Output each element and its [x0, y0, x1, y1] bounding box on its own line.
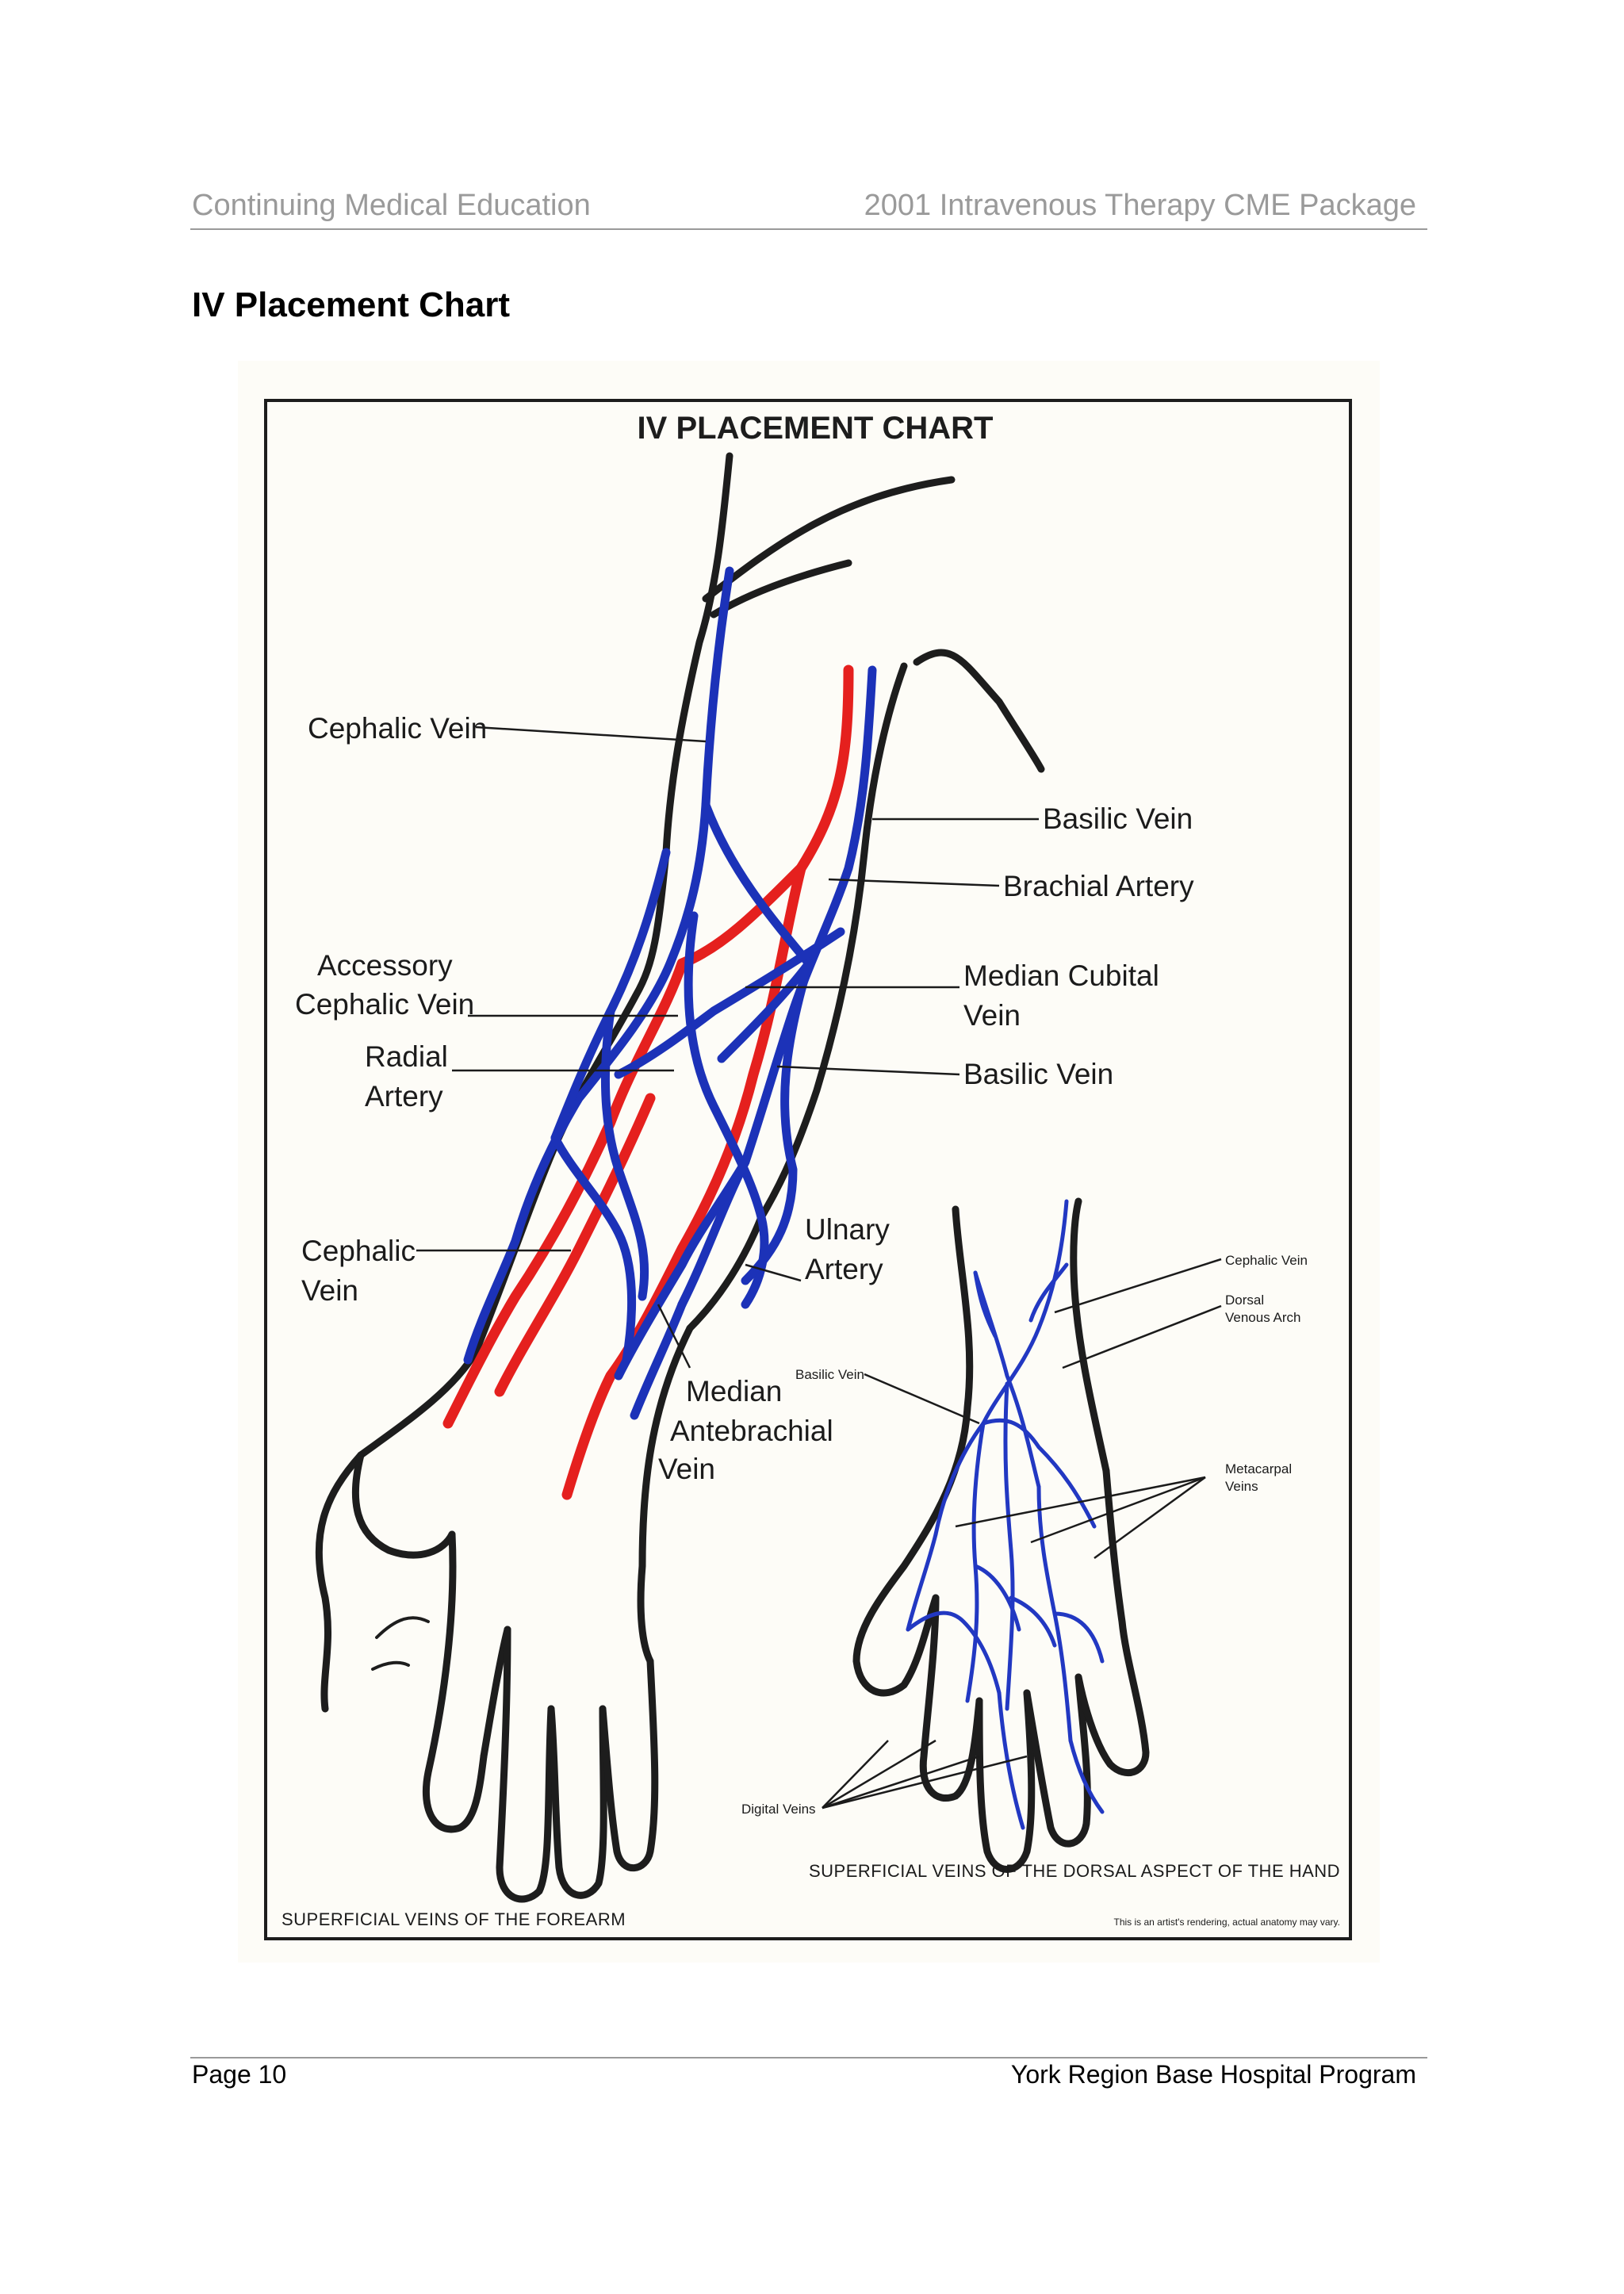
label-accessory-line2: Cephalic Vein: [295, 988, 474, 1021]
label-dorsal-arch-line2: Venous Arch: [1225, 1310, 1300, 1325]
label-brachial-artery: Brachial Artery: [1003, 870, 1194, 902]
footer-organization: York Region Base Hospital Program: [1010, 2060, 1416, 2089]
caption-hand: SUPERFICIAL VEINS OF THE DORSAL ASPECT O…: [809, 1861, 1340, 1881]
chart-paper: [238, 361, 1380, 1963]
label-hand-cephalic-vein: Cephalic Vein: [1225, 1253, 1308, 1268]
label-hand-basilic-vein: Basilic Vein: [795, 1367, 864, 1382]
label-median-cubital-line2: Vein: [963, 999, 1021, 1032]
label-radial-artery-line2: Artery: [365, 1080, 443, 1113]
leader-lines: [416, 726, 1222, 1810]
label-ulnary-artery-line1: Ulnary: [805, 1213, 890, 1246]
label-dorsal-arch-line1: Dorsal: [1225, 1293, 1264, 1308]
caption-forearm: SUPERFICIAL VEINS OF THE FOREARM: [282, 1909, 626, 1929]
label-metacarpal-line2: Veins: [1225, 1479, 1258, 1494]
label-median-antebrachial-line1: Median: [686, 1375, 782, 1407]
chart-title: IV PLACEMENT CHART: [638, 411, 994, 446]
page-title: IV Placement Chart: [192, 285, 511, 324]
forearm-veins: [463, 566, 877, 1420]
header-left: Continuing Medical Education: [192, 189, 591, 222]
label-accessory-line1: Accessory: [317, 949, 453, 982]
label-median-antebrachial-line3: Vein: [658, 1453, 715, 1485]
label-ulnary-artery-line2: Artery: [805, 1253, 883, 1285]
label-metacarpal-line1: Metacarpal: [1225, 1461, 1292, 1476]
label-cephalic-vein-upper: Cephalic Vein: [308, 712, 487, 745]
footer-page-number: Page 10: [192, 2060, 287, 2089]
label-median-antebrachial-line2: Antebrachial: [670, 1415, 833, 1447]
label-digital-veins: Digital Veins: [741, 1802, 816, 1817]
footer-rule: [190, 2057, 1427, 2058]
label-cephalic-vein-lower-line1: Cephalic: [301, 1235, 416, 1267]
hand-veins: [906, 1199, 1105, 1830]
disclaimer: This is an artist's rendering, actual an…: [1113, 1917, 1340, 1928]
forearm-labels: Cephalic Vein Basilic Vein Brachial Arte…: [295, 712, 1194, 1485]
iv-chart-illustration: IV PLACEMENT CHART: [238, 361, 1380, 1963]
label-basilic-vein-lower: Basilic Vein: [963, 1058, 1113, 1090]
iv-placement-figure: IV PLACEMENT CHART: [238, 361, 1380, 1963]
label-basilic-vein-upper: Basilic Vein: [1043, 802, 1193, 835]
chart-frame: [264, 399, 1352, 1940]
header-rule: [190, 228, 1427, 230]
header-right: 2001 Intravenous Therapy CME Package: [864, 189, 1416, 222]
label-radial-artery-line1: Radial: [365, 1040, 448, 1073]
label-cephalic-vein-lower-line2: Vein: [301, 1274, 358, 1307]
label-median-cubital-line1: Median Cubital: [963, 959, 1159, 992]
hand-labels: Cephalic Vein Dorsal Venous Arch Basilic…: [741, 1253, 1308, 1817]
